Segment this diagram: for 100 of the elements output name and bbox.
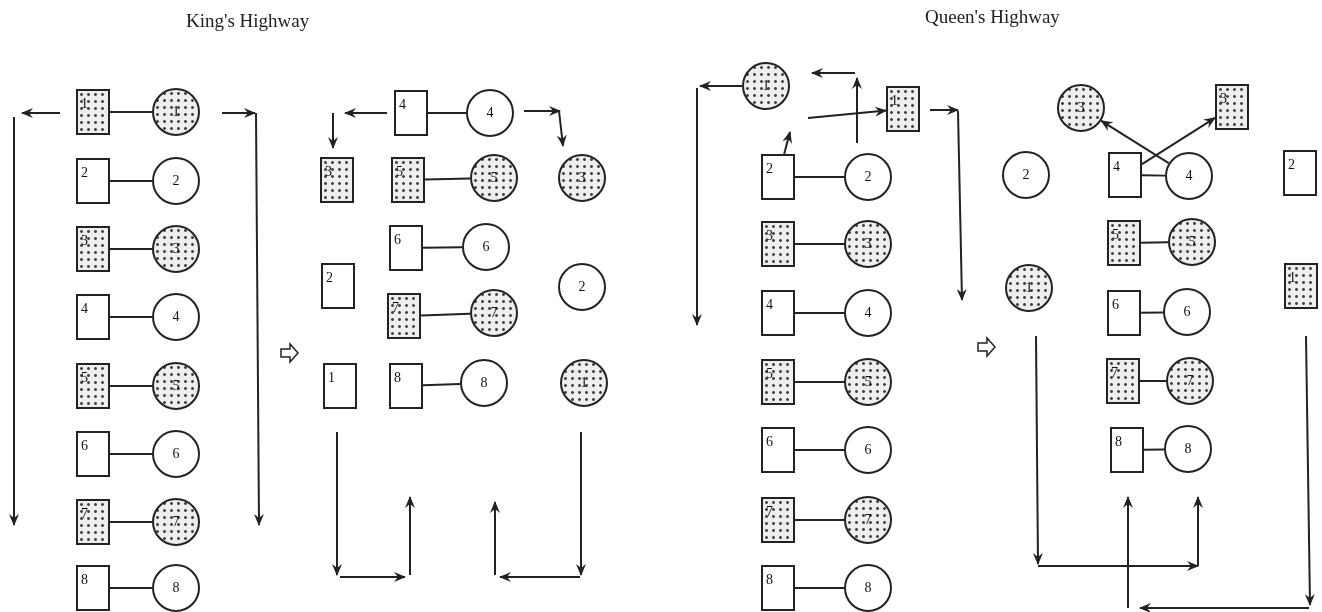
position-number: 6 [172,447,180,461]
woman-circle [470,289,518,337]
man-square [886,86,920,132]
woman-circle [1165,152,1213,200]
man-square [320,157,354,203]
man-square [76,363,110,409]
woman-circle [1057,84,1105,132]
position-number: 3 [1220,92,1227,106]
connector-line [109,521,153,523]
position-number: 2 [172,174,180,188]
position-number: 3 [1077,101,1085,115]
position-number: 1 [328,371,335,385]
man-square [1110,427,1144,473]
man-square [1107,290,1141,336]
woman-circle [466,89,514,137]
woman-circle [558,263,606,311]
position-number: 6 [766,435,773,449]
woman-circle [1168,218,1216,266]
woman-circle [560,359,608,407]
connector-line [427,112,467,114]
connector-line [109,587,153,589]
woman-circle [152,293,200,341]
position-number: 8 [1115,435,1122,449]
connector-line [794,587,845,589]
position-number: 4 [766,298,773,312]
man-square [389,363,423,409]
position-number: 3 [172,242,180,256]
connector-line [109,111,153,113]
man-square [76,294,110,340]
man-square [1107,220,1141,266]
connector-line [794,312,845,314]
connector-line [794,519,845,521]
position-number: 5 [766,367,773,381]
connector-line [782,131,792,155]
man-square [761,154,795,200]
woman-circle [844,289,892,337]
position-number: 7 [392,301,399,315]
position-number: 5 [81,371,88,385]
position-number: 4 [399,98,406,112]
position-number: 4 [1185,169,1193,183]
woman-circle [1163,288,1211,336]
man-square [1284,263,1318,309]
woman-circle [152,498,200,546]
connector-line [420,312,471,317]
position-number: 5 [396,165,403,179]
woman-circle [152,88,200,136]
woman-circle [460,359,508,407]
position-number: 4 [1113,160,1120,174]
woman-circle [558,154,606,202]
position-number: 1 [891,94,898,108]
position-number: 8 [394,371,401,385]
woman-circle [844,496,892,544]
man-square [76,565,110,611]
connector-line [807,106,887,119]
connector-line [422,382,461,387]
woman-circle [1166,357,1214,405]
position-number: 2 [766,162,773,176]
position-number: 6 [1183,305,1191,319]
position-number: 8 [172,581,180,595]
man-square [76,226,110,272]
connector-line [109,316,153,318]
man-square [391,157,425,203]
position-number: 3 [864,237,872,251]
man-square [761,427,795,473]
woman-circle [742,62,790,110]
position-number: 6 [482,240,490,254]
woman-circle [152,362,200,410]
position-number: 7 [766,505,773,519]
woman-circle [1164,425,1212,473]
woman-circle [844,153,892,201]
position-number: 7 [864,513,872,527]
position-number: 4 [486,106,494,120]
man-square [761,221,795,267]
woman-circle [844,426,892,474]
connector-line [794,449,845,451]
man-square [761,497,795,543]
position-number: 2 [1288,158,1295,172]
connector-line [1141,116,1216,166]
position-number: 5 [864,375,872,389]
position-number: 1 [172,105,180,119]
position-number: 2 [578,280,586,294]
connector-line [109,180,153,182]
connector-line [422,246,463,249]
connector-line [1140,311,1164,314]
woman-circle [152,430,200,478]
man-square [389,225,423,271]
connector-line [109,453,153,455]
connector-line [794,176,845,178]
position-number: 6 [394,233,401,247]
man-square [323,363,357,409]
position-number: 7 [1186,374,1194,388]
position-number: 8 [480,376,488,390]
panel-title: Queen's Highway [925,6,1060,28]
position-number: 8 [81,573,88,587]
connector-line [1143,448,1165,451]
position-number: 2 [81,166,88,180]
position-number: 2 [326,271,333,285]
connector-line [1100,119,1170,165]
position-number: 3 [578,171,586,185]
position-number: 3 [766,229,773,243]
